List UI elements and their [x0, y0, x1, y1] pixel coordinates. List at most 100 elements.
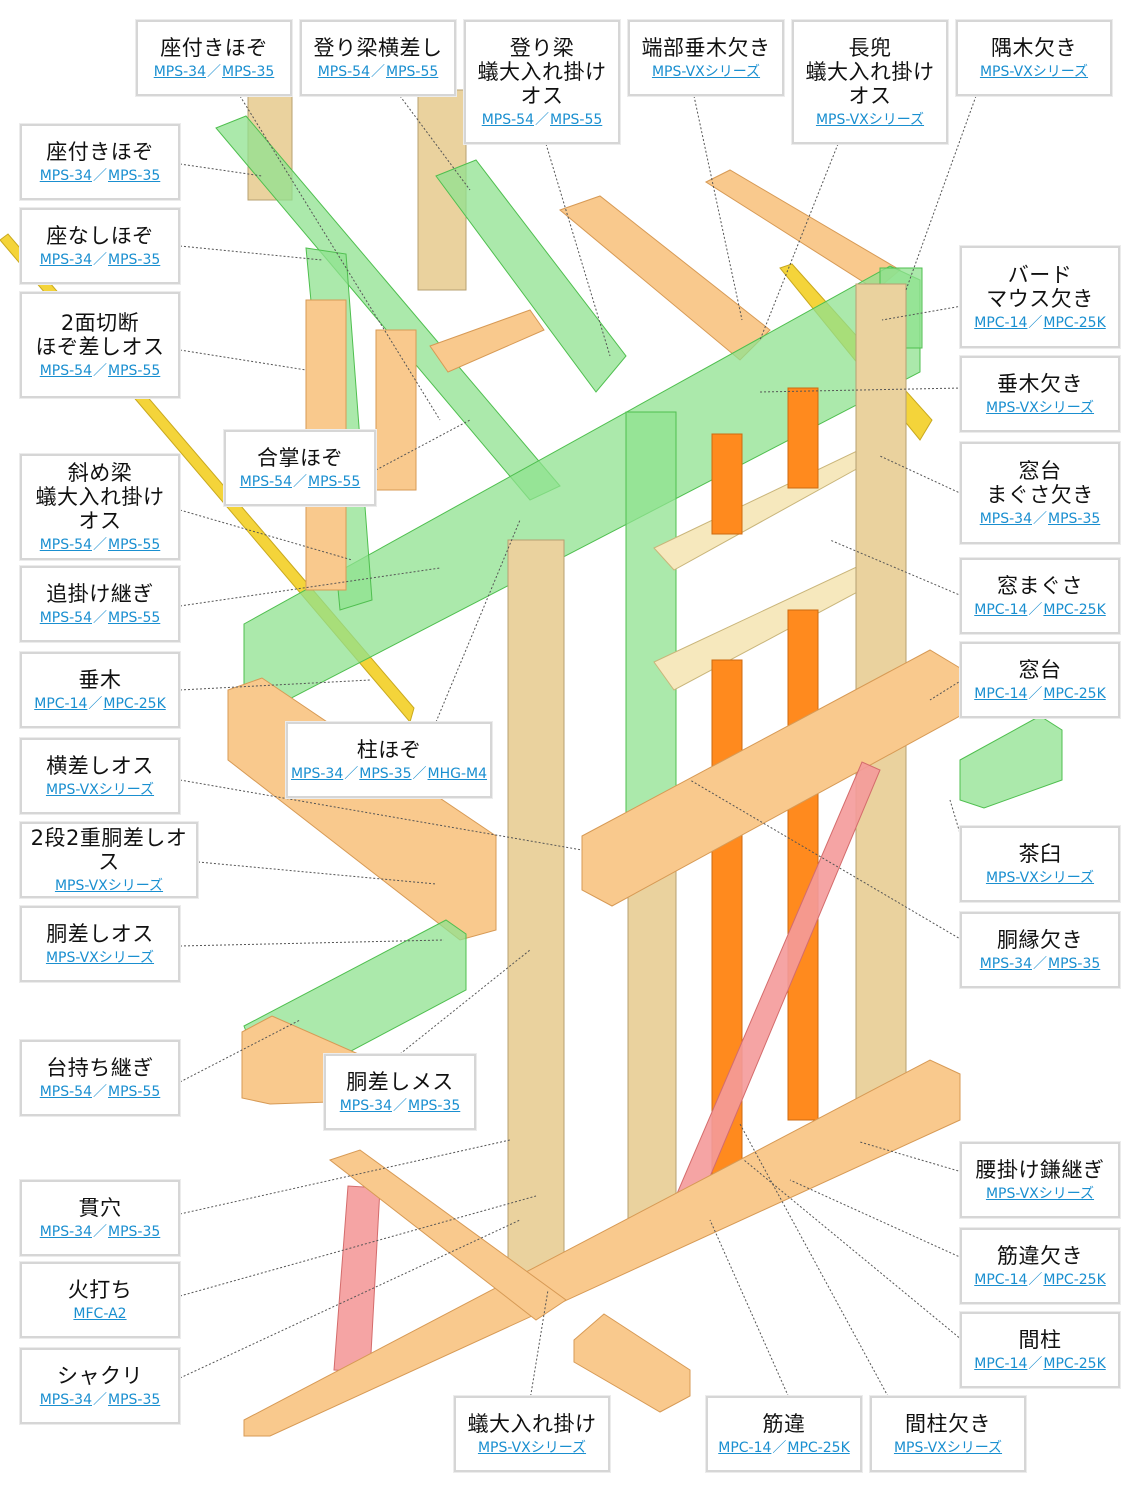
- product-links: MPS-VXシリーズ: [46, 949, 154, 967]
- product-links: MFC-A2: [73, 1305, 126, 1323]
- product-link[interactable]: MPS-34: [39, 1391, 92, 1408]
- product-link[interactable]: MPC-14: [34, 695, 88, 712]
- product-link[interactable]: MPS-35: [222, 63, 275, 80]
- product-link[interactable]: MPC-25K: [103, 695, 166, 712]
- product-link[interactable]: MPC-14: [974, 1271, 1028, 1288]
- product-link[interactable]: MPS-VXシリーズ: [477, 1439, 587, 1456]
- link-separator: ／: [772, 1439, 787, 1456]
- product-link[interactable]: MPS-35: [1048, 955, 1101, 972]
- product-link[interactable]: MPS-54: [239, 473, 292, 490]
- product-link[interactable]: MPS-55: [550, 111, 603, 128]
- product-link[interactable]: MPC-25K: [1043, 601, 1106, 618]
- link-separator: ／: [88, 695, 103, 712]
- product-link[interactable]: MPS-VXシリーズ: [985, 399, 1095, 416]
- product-link[interactable]: MPS-VXシリーズ: [651, 63, 761, 80]
- label-title: 筋違欠き: [997, 1243, 1083, 1268]
- product-link[interactable]: MPS-54: [317, 63, 370, 80]
- label-title: 蟻大入れ掛け: [467, 1411, 597, 1436]
- product-link[interactable]: MPS-54: [481, 111, 534, 128]
- product-link[interactable]: MPS-34: [39, 251, 92, 268]
- product-links: MPC-14／MPC-25K: [974, 314, 1106, 332]
- product-link[interactable]: MPS-35: [1048, 510, 1101, 527]
- product-link[interactable]: MPS-34: [39, 1223, 92, 1240]
- leader-lines: [179, 95, 977, 1401]
- product-link[interactable]: MPS-54: [39, 1083, 92, 1100]
- product-link[interactable]: MPS-55: [108, 609, 161, 626]
- top-orange-beam-2: [704, 169, 901, 291]
- product-link[interactable]: MPS-54: [39, 362, 92, 379]
- product-link[interactable]: MPS-35: [108, 1223, 161, 1240]
- label-title: 垂木欠き: [997, 371, 1083, 396]
- product-link[interactable]: MPC-25K: [1043, 1355, 1106, 1372]
- product-link[interactable]: MPS-VXシリーズ: [45, 949, 155, 966]
- link-separator: ／: [371, 63, 385, 80]
- link-separator: ／: [93, 1391, 107, 1408]
- product-link[interactable]: MPC-25K: [787, 1439, 850, 1456]
- label-dosashi-osu: 胴差しオス MPS-VXシリーズ: [20, 906, 180, 982]
- product-link[interactable]: MPC-14: [974, 685, 1028, 702]
- product-link[interactable]: MPS-55: [108, 362, 161, 379]
- product-link[interactable]: MFC-A2: [73, 1305, 127, 1322]
- product-links: MPC-14／MPC-25K: [718, 1439, 850, 1457]
- link-separator: ／: [93, 167, 107, 184]
- product-link[interactable]: MPS-55: [386, 63, 439, 80]
- product-link[interactable]: MPS-VXシリーズ: [979, 63, 1089, 80]
- product-link[interactable]: MPS-34: [39, 167, 92, 184]
- product-link[interactable]: MPS-VXシリーズ: [815, 111, 925, 128]
- label-title: 胴縁欠き: [997, 927, 1083, 952]
- product-link[interactable]: MPS-35: [108, 1391, 161, 1408]
- product-link[interactable]: MPS-VXシリーズ: [893, 1439, 1003, 1456]
- product-link[interactable]: MPS-34: [339, 1097, 392, 1114]
- product-link[interactable]: MPS-35: [408, 1097, 461, 1114]
- product-link[interactable]: MHG-M4: [427, 765, 488, 782]
- label-title: 座なしほぞ: [46, 223, 154, 248]
- product-link[interactable]: MPS-55: [108, 1083, 161, 1100]
- window-sill: [653, 555, 881, 691]
- product-link[interactable]: MPS-55: [108, 536, 161, 553]
- label-title: 胴差しオス: [46, 921, 154, 946]
- green-beam-upper-mid: [435, 159, 627, 393]
- product-link[interactable]: MPS-35: [108, 251, 161, 268]
- product-link[interactable]: MPS-VXシリーズ: [985, 1185, 1095, 1202]
- product-links: MPS-54／MPS-55: [482, 111, 603, 129]
- product-link[interactable]: MPC-25K: [1043, 314, 1106, 331]
- product-link[interactable]: MPC-14: [974, 1355, 1028, 1372]
- product-links: MPS-VXシリーズ: [816, 111, 924, 129]
- label-taruki-kaki: 垂木欠き MPS-VXシリーズ: [960, 356, 1120, 432]
- product-link[interactable]: MPS-VXシリーズ: [54, 877, 164, 894]
- label-title: 茶臼: [1018, 841, 1062, 866]
- product-link[interactable]: MPC-25K: [1043, 685, 1106, 702]
- product-link[interactable]: MPS-35: [108, 167, 161, 184]
- product-link[interactable]: MPS-34: [979, 510, 1032, 527]
- product-link[interactable]: MPC-14: [718, 1439, 772, 1456]
- bottom-block: [573, 1313, 691, 1413]
- product-link[interactable]: MPC-14: [974, 314, 1028, 331]
- product-links: MPS-54／MPS-55: [40, 536, 161, 554]
- product-link[interactable]: MPS-55: [308, 473, 361, 490]
- link-separator: ／: [93, 609, 107, 626]
- link-separator: ／: [1028, 685, 1043, 702]
- product-link[interactable]: MPS-34: [979, 955, 1032, 972]
- product-link[interactable]: MPS-VXシリーズ: [985, 869, 1095, 886]
- product-link[interactable]: MPS-34: [153, 63, 206, 80]
- product-link[interactable]: MPC-25K: [1043, 1271, 1106, 1288]
- product-link[interactable]: MPC-14: [974, 601, 1028, 618]
- product-link[interactable]: MPS-54: [39, 536, 92, 553]
- label-title: 垂木: [78, 667, 122, 692]
- product-link[interactable]: MPS-VXシリーズ: [45, 781, 155, 798]
- product-link[interactable]: MPS-54: [39, 609, 92, 626]
- label-title: 登り梁 蟻大入れ掛け オス: [477, 35, 607, 108]
- main-post-center: [507, 539, 565, 1281]
- product-link[interactable]: MPS-35: [359, 765, 412, 782]
- label-ari-oire-kake: 蟻大入れ掛け MPS-VXシリーズ: [454, 1396, 610, 1472]
- stud-4: [787, 609, 819, 1121]
- product-link[interactable]: MPS-34: [290, 765, 344, 782]
